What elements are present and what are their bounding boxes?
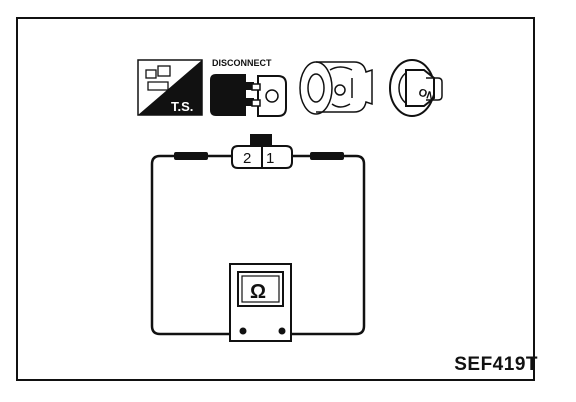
probe-left — [174, 152, 208, 160]
meter-terminal-right — [278, 327, 286, 335]
disconnect-connector-icon: DISCONNECT — [210, 58, 287, 117]
pin-1-label: 1 — [266, 150, 274, 167]
harness-connector: 2 1 — [231, 134, 293, 169]
ohm-symbol: Ω — [250, 281, 266, 303]
wire-left — [150, 154, 242, 336]
trouble-shooting-icon: T.S. — [137, 59, 203, 116]
disconnect-label: DISCONNECT — [212, 58, 272, 68]
ignition-on-label: ON — [417, 87, 437, 104]
pin-2-label: 2 — [243, 150, 251, 167]
ignition-key-on-icon: ON — [389, 59, 443, 117]
meter-terminal-left — [239, 327, 247, 335]
ts-label: T.S. — [171, 99, 193, 114]
diagram-frame — [16, 17, 535, 381]
reference-code: SEF419T — [454, 354, 538, 375]
throttle-sensor-icon — [299, 61, 373, 115]
ohmmeter: Ω — [229, 263, 292, 342]
probe-right — [310, 152, 344, 160]
wire-right — [284, 154, 366, 336]
